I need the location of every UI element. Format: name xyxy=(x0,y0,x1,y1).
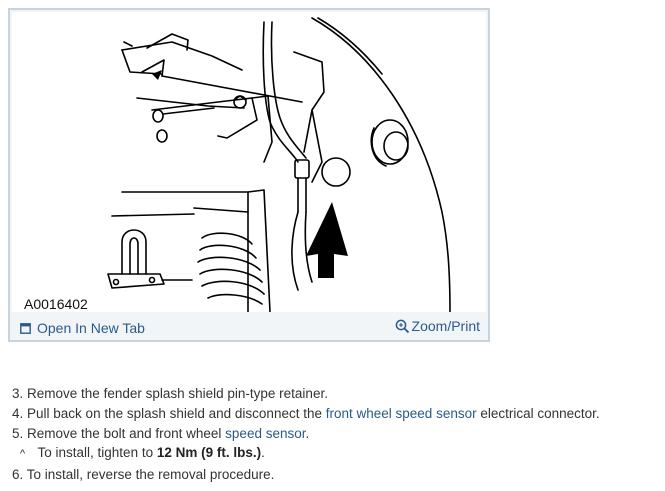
figure-toolbar: Open In New Tab Zoom/Print xyxy=(10,316,488,340)
open-in-new-tab-label: Open In New Tab xyxy=(37,320,145,336)
step-5: 5. Remove the bolt and front wheel speed… xyxy=(12,425,310,441)
zoom-print-label: Zoom/Print xyxy=(411,318,480,334)
zoom-magnifier-icon xyxy=(395,319,409,333)
step-3: 3. Remove the fender splash shield pin-t… xyxy=(12,386,328,401)
front-wheel-speed-sensor-link[interactable]: front wheel speed sensor xyxy=(325,405,477,421)
technical-illustration[interactable] xyxy=(12,12,486,312)
step-5-install-note: ^ To install, tighten to 12 Nm (9 ft. lb… xyxy=(12,443,600,465)
open-in-new-tab-link[interactable]: Open In New Tab xyxy=(20,320,145,336)
caret-icon: ^ xyxy=(20,448,26,461)
open-in-new-tab-icon xyxy=(20,322,31,334)
step-4: 4. Pull back on the splash shield and di… xyxy=(12,405,600,421)
torque-nm: 12 Nm xyxy=(156,445,198,461)
zoom-print-link[interactable]: Zoom/Print xyxy=(395,318,480,334)
torque-ftlbs: (9 ft. lbs.) xyxy=(201,445,262,461)
figure-id: A0016402 xyxy=(24,296,88,312)
figure-panel: A0016402 Open In New Tab Zoom/Print xyxy=(8,8,490,342)
procedure-steps: 3. Remove the fender splash shield pin-t… xyxy=(12,384,600,485)
step-6: 6. To install, reverse the removal proce… xyxy=(12,467,275,483)
arrow-icon xyxy=(306,202,348,278)
splash-shield-diagram xyxy=(107,17,451,312)
speed-sensor-link[interactable]: speed sensor xyxy=(225,425,306,441)
